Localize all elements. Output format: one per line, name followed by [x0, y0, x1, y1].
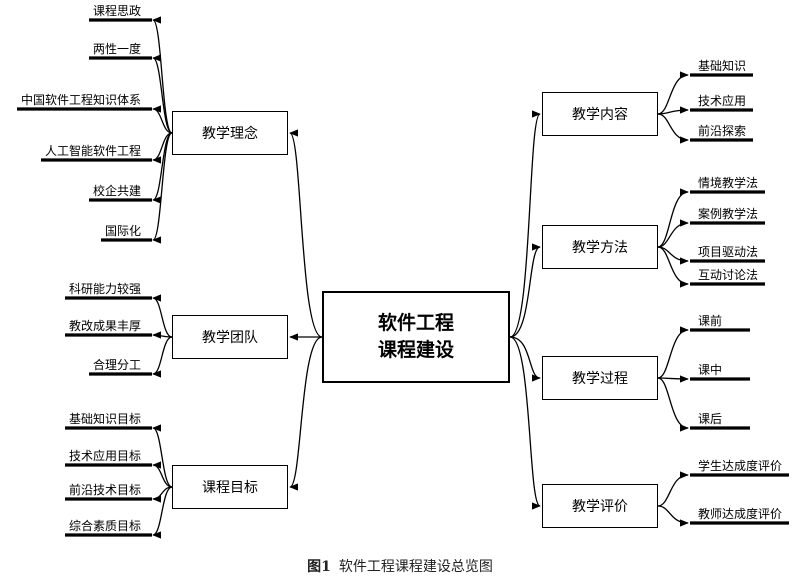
figure-title: 软件工程课程建设总览图 — [338, 559, 493, 575]
left-leaf-2-1: 科研能力较强 — [69, 282, 142, 296]
right-leaf-3-1: 课前 — [698, 314, 723, 328]
left-leaf-3-3: 前沿技术目标 — [69, 483, 142, 497]
left-leaf-1-2: 两性一度 — [93, 42, 142, 56]
left-topic-3: 课程目标 — [172, 465, 288, 509]
left-leaf-3-1: 基础知识目标 — [69, 412, 142, 426]
right-topic-3: 教学过程 — [542, 356, 658, 400]
left-leaf-2-2: 教改成果丰厚 — [69, 319, 142, 333]
left-leaf-1-5: 校企共建 — [93, 184, 142, 198]
right-leaf-3-3: 课后 — [698, 412, 723, 426]
right-leaf-4-1: 学生达成度评价 — [698, 459, 783, 473]
central-topic-line-2: 课程建设 — [377, 339, 454, 361]
left-leaf-1-1: 课程思政 — [93, 4, 142, 18]
left-topic-2: 教学团队 — [172, 315, 288, 359]
right-leaf-2-4: 互动讨论法 — [698, 268, 759, 282]
left-leaf-3-4: 综合素质目标 — [69, 519, 142, 533]
right-topic-2: 教学方法 — [542, 225, 658, 269]
central-topic: 软件工程 课程建设 — [322, 291, 510, 383]
left-leaf-1-6: 国际化 — [105, 224, 142, 238]
right-leaf-1-3: 前沿探索 — [698, 124, 747, 138]
figure-caption: 图1 软件工程课程建设总览图 — [0, 556, 800, 576]
right-leaf-2-1: 情境教学法 — [698, 176, 759, 190]
left-leaf-2-3: 合理分工 — [93, 358, 142, 372]
right-topic-4: 教学评价 — [542, 484, 658, 528]
right-leaf-1-2: 技术应用 — [698, 94, 747, 108]
right-leaf-3-2: 课中 — [698, 363, 723, 377]
right-topic-1: 教学内容 — [542, 92, 658, 136]
left-leaf-3-2: 技术应用目标 — [69, 449, 142, 463]
left-leaf-1-3: 中国软件工程知识体系 — [21, 93, 142, 107]
right-leaf-1-1: 基础知识 — [698, 59, 747, 73]
right-leaf-2-3: 项目驱动法 — [698, 245, 759, 259]
left-leaf-1-4: 人工智能软件工程 — [45, 144, 142, 158]
right-leaf-2-2: 案例教学法 — [698, 207, 759, 221]
right-leaf-4-2: 教师达成度评价 — [698, 507, 783, 521]
central-topic-line-1: 软件工程 — [377, 312, 454, 334]
left-topic-1: 教学理念 — [172, 111, 288, 155]
figure-number: 图1 — [307, 559, 331, 575]
